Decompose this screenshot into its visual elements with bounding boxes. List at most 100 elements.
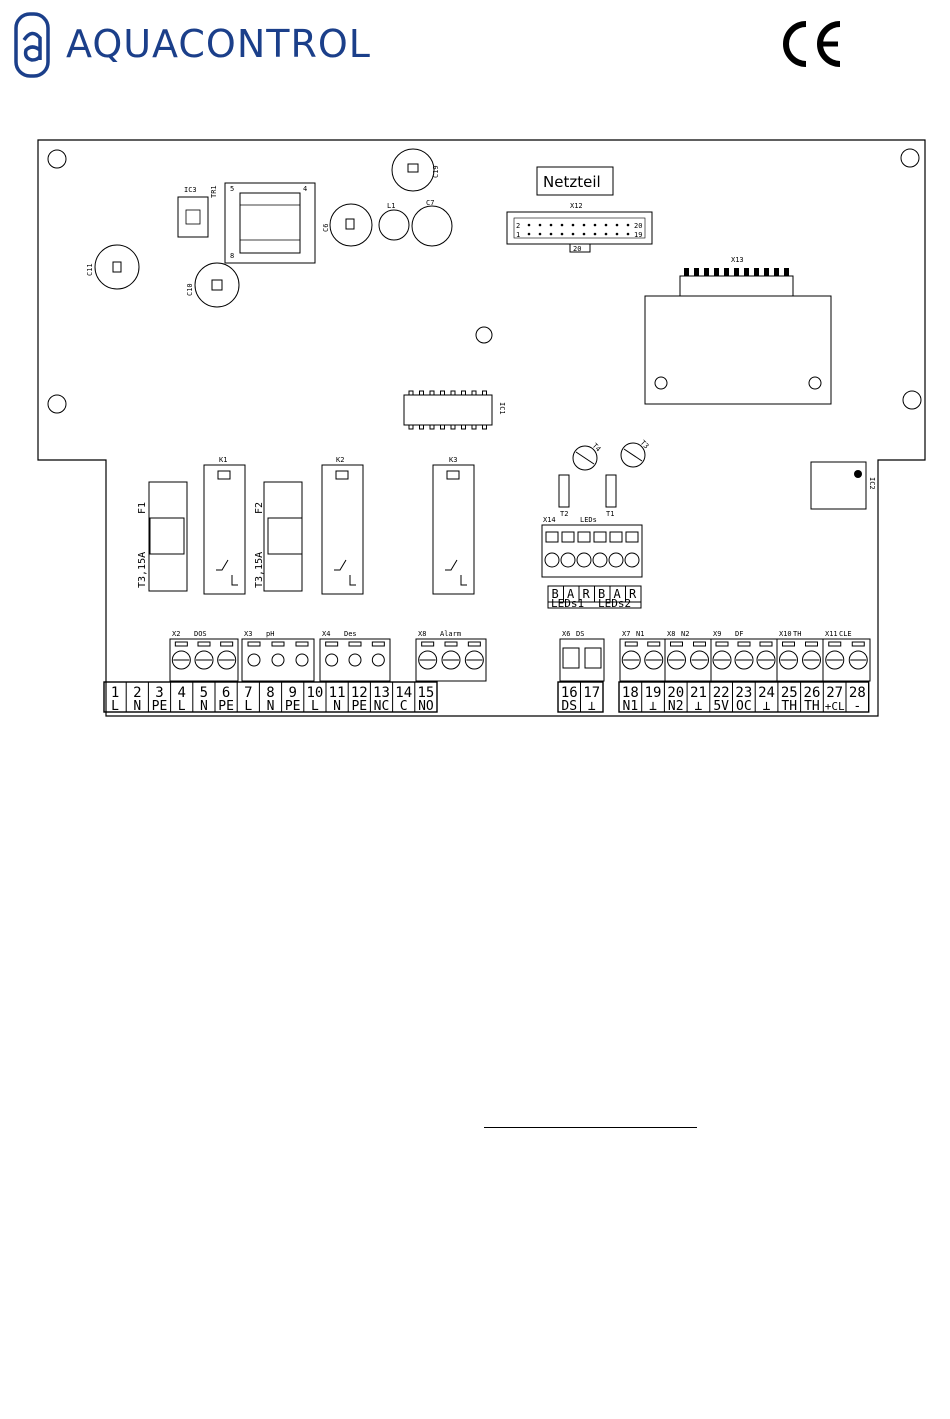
c11-label: C11 [86,263,94,276]
x12-pin: 20 [573,245,581,253]
connector-id: X8 [667,630,675,638]
connector-id: X9 [713,630,721,638]
connector-name: pH [266,630,274,638]
x12-pin-dot [615,232,619,236]
terminal-number: 10 [306,685,323,701]
ic1-pin [408,390,414,396]
netzteil-box [536,166,614,196]
connector-screw [441,650,461,670]
capacitor-c10 [194,262,240,308]
relay-k2-switch [334,559,356,586]
transistor-t1 [605,474,617,508]
connector-x12 [506,211,653,245]
terminal-number: 22 [713,685,730,701]
capacitor-marker [112,261,122,273]
capacitor-c7 [411,205,453,247]
x14-slot [577,531,591,543]
terminal-number: 13 [373,685,390,701]
relay-k2 [321,464,364,595]
x12-pin-dot [560,223,564,227]
terminal-signal: DS [561,699,577,714]
x12-pin-dot [593,223,597,227]
c19-label: C19 [432,165,440,178]
x13-label: X13 [731,256,744,264]
mounting-hole [47,394,67,414]
connector-slot [444,641,458,647]
terminal-number: 17 [583,685,600,701]
ic3-label: IC3 [184,186,197,194]
connector-name: Alarm [440,630,461,638]
terminal-signal: L [244,699,252,714]
capacitor-c19 [391,148,435,192]
terminal-number: 11 [329,685,346,701]
display-hole [808,376,822,390]
mounting-hole [475,326,493,344]
t2-label: T2 [560,510,568,518]
connector-slot [624,641,638,647]
connector-slot [197,641,211,647]
x13-pin [754,268,759,276]
connector-name: N2 [681,630,689,638]
terminal-number: 5 [200,685,208,701]
terminal-number: 3 [155,685,163,701]
connector-screw [802,650,821,670]
x12-pin-dot [582,223,586,227]
relay-k3-switch [445,559,467,586]
connector-screw [779,650,798,670]
terminal-signal: PE [218,699,234,714]
ic2-chip [810,461,867,510]
terminal-signal: ⊥ [695,699,703,714]
connector-body [241,638,315,682]
led-letter: A [567,587,575,601]
signature-line [484,1127,697,1128]
connector-slot [737,641,751,647]
terminal-number: 21 [690,685,707,701]
x14-led-socket [624,552,640,568]
connector-screw [348,653,362,667]
connector-pin [562,647,580,669]
connector-slot [174,641,188,647]
led-letter: B [552,587,559,601]
ic1-pin [482,390,487,396]
connector-id: X8 [418,630,426,638]
l1-label: L1 [387,202,395,210]
ic1-pin [440,390,445,396]
led-letter: B [598,587,605,601]
x13-pins [684,268,789,276]
terminal-signal: NO [418,699,434,714]
c10-label: C10 [186,283,194,296]
transistor-t3-flat [623,448,643,462]
ic1-pin [450,424,456,430]
display-module [644,295,832,405]
fuse-f1 [148,481,188,592]
connector-slot [371,641,385,647]
relay-k2-coil [335,470,349,480]
relay-k3 [432,464,475,595]
relay-k1-switch [216,559,238,586]
x12-pin-dot [538,223,542,227]
connector-slot [467,641,481,647]
t3-label: T3 [639,439,651,451]
x12-pin-dot [626,232,630,236]
terminal-signal: N [333,699,341,714]
x12-pin-dot [571,223,575,227]
connector-screw [325,653,339,667]
x14-led-socket [544,552,560,568]
connector-x13 [679,275,794,297]
terminal-signal: TH [804,699,820,714]
connector-screw [825,650,845,670]
terminal-signal: PE [285,699,301,714]
connector-slot [325,641,339,647]
x14-slot [609,531,623,543]
connector-screw [734,650,754,670]
aquacontrol-logo-icon [14,12,50,78]
t4-label: T4 [591,442,603,454]
terminal-number: 16 [561,685,578,701]
connector-screw [667,650,686,670]
ic3-chip [177,196,209,238]
led-letter: R [583,587,591,601]
tr1-label: TR1 [210,185,218,198]
mounting-hole [47,149,67,169]
connector-screw [644,650,664,670]
connector-screw [621,650,641,670]
